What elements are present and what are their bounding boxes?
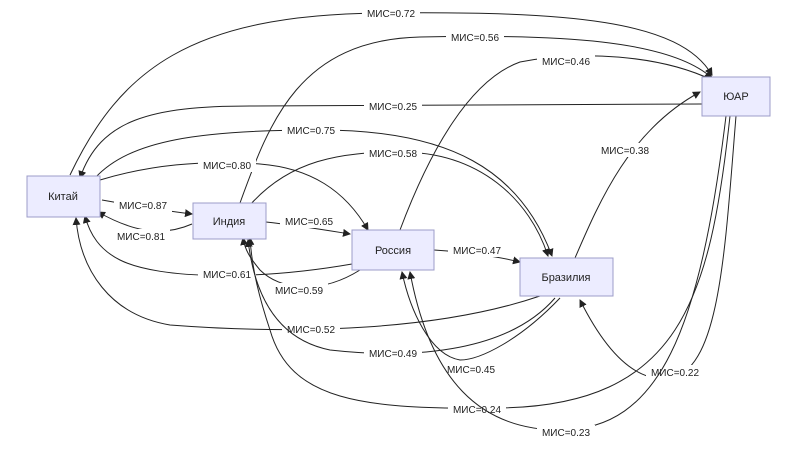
edge-label: МИС=0.65: [285, 217, 333, 228]
edge-brazil-india: МИС=0.49: [244, 239, 556, 360]
edge-china-sa: МИС=0.72: [69, 6, 713, 176]
edge-label: МИС=0.49: [369, 349, 417, 360]
edge-label: МИС=0.80: [203, 161, 251, 172]
edge-russia-brazil: МИС=0.47: [433, 243, 521, 265]
edge-india-brazil: МИС=0.58: [249, 146, 550, 257]
edge-label: МИС=0.75: [287, 126, 335, 137]
edge-label-bg: [362, 6, 420, 20]
edge-label: МИС=0.25: [369, 102, 417, 113]
edge-path: [78, 103, 703, 179]
edge-india-china: МИС=0.81: [97, 211, 193, 243]
edge-label-bg: [282, 123, 340, 137]
edge-label-bg: [114, 198, 172, 212]
edge-sa-india: МИС=0.24: [246, 115, 731, 416]
edge-label: МИС=0.81: [117, 232, 165, 243]
nodes: Китай Индия Россия Бразилия ЮАР: [26, 76, 771, 297]
node-russia[interactable]: Россия: [351, 229, 435, 271]
edge-path: [99, 162, 369, 231]
edge-china-brazil: МИС=0.75: [94, 123, 554, 257]
edge-label-bg: [537, 425, 595, 439]
edge-label: МИС=0.56: [451, 33, 499, 44]
node-label: Индия: [213, 216, 246, 228]
edge-label: МИС=0.22: [651, 368, 699, 379]
edges: МИС=0.72 МИС=0.56 МИС=0.46 МИС=0.25 МИС=…: [69, 6, 737, 439]
edge-china-india: МИС=0.87: [101, 198, 193, 218]
edge-label-bg: [537, 54, 595, 68]
node-label: Китай: [48, 191, 78, 203]
edge-china-russia: МИС=0.80: [99, 158, 369, 231]
node-box: [351, 229, 435, 271]
edge-path: [82, 215, 353, 276]
edge-label: МИС=0.52: [287, 325, 335, 336]
edge-label: МИС=0.47: [453, 246, 501, 257]
node-label: Бразилия: [541, 272, 590, 284]
edge-brazil-sa: МИС=0.38: [574, 91, 701, 259]
edge-brazil-china: МИС=0.52: [72, 217, 541, 336]
edge-label-bg: [646, 365, 704, 379]
edge-label-bg: [198, 267, 256, 281]
node-box: [519, 257, 614, 297]
edge-russia-sa: МИС=0.46: [399, 54, 713, 231]
edge-path: [97, 211, 193, 232]
edge-label: МИС=0.23: [542, 428, 590, 439]
node-label: Россия: [375, 245, 411, 257]
edge-path: [574, 91, 701, 259]
node-china[interactable]: Китай: [26, 175, 101, 218]
edge-label-bg: [198, 158, 256, 172]
edge-label: МИС=0.58: [369, 149, 417, 160]
edge-label-bg: [364, 346, 422, 360]
edge-label: МИС=0.61: [203, 270, 251, 281]
node-sa[interactable]: ЮАР: [701, 76, 771, 117]
edge-label-bg: [448, 243, 506, 257]
node-box: [26, 175, 101, 218]
edge-path: [239, 35, 713, 204]
edge-path: [399, 271, 561, 361]
edge-label-bg: [282, 322, 340, 336]
edge-label: МИС=0.46: [542, 57, 590, 68]
edge-label: МИС=0.24: [453, 405, 501, 416]
node-brazil[interactable]: Бразилия: [519, 257, 614, 297]
node-india[interactable]: Индия: [192, 202, 267, 240]
edge-sa-brazil: МИС=0.22: [579, 115, 737, 379]
edge-label-bg: [442, 362, 500, 376]
edge-label-bg: [280, 214, 338, 228]
edge-label-bg: [446, 30, 504, 44]
edge-label: МИС=0.38: [601, 146, 649, 157]
edge-india-sa: МИС=0.56: [239, 30, 713, 204]
edge-label: МИС=0.59: [275, 286, 323, 297]
edge-label: МИС=0.87: [119, 201, 167, 212]
edge-brazil-russia: МИС=0.45: [399, 271, 561, 376]
edge-label-bg: [364, 146, 422, 160]
edge-label: МИС=0.45: [447, 365, 495, 376]
edge-label-bg: [448, 402, 506, 416]
edge-path: [246, 115, 731, 409]
edge-india-russia: МИС=0.65: [265, 214, 351, 237]
edge-label-bg: [364, 99, 422, 113]
node-label: ЮАР: [723, 91, 748, 103]
edge-russia-india: МИС=0.59: [240, 237, 361, 297]
node-box: [192, 202, 267, 240]
edge-label-bg: [596, 143, 654, 157]
node-box: [701, 76, 771, 117]
edge-sa-china: МИС=0.25: [78, 99, 703, 179]
edge-path: [72, 217, 541, 331]
edge-sa-russia: МИС=0.23: [407, 115, 727, 439]
edge-path: [240, 237, 361, 288]
edge-path: [244, 239, 556, 354]
edge-label-bg: [270, 283, 328, 297]
edge-russia-china: МИС=0.61: [82, 215, 353, 281]
edge-path: [399, 55, 713, 231]
edge-label-bg: [112, 229, 170, 243]
edge-label: МИС=0.72: [367, 9, 415, 20]
